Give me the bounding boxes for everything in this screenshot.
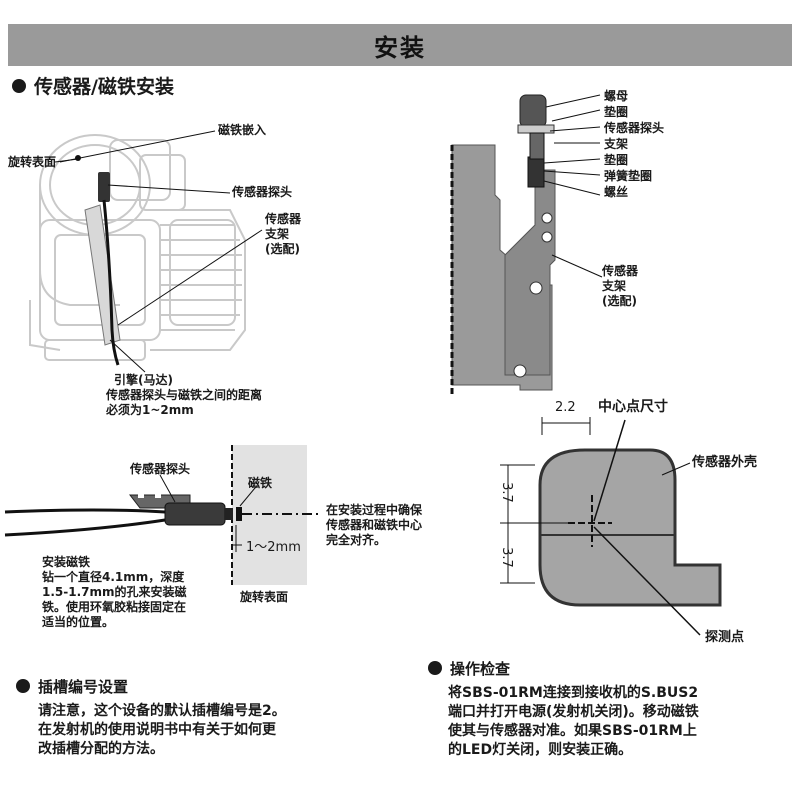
alignment-diagram [4,445,320,585]
bullet-icon [428,660,442,675]
part-washer-label: 垫圈 [604,105,629,119]
section-slot-text: 请注意，这个设备的默认插槽编号是2。 在发射机的使用说明书中有关于如何更 改插槽… [38,703,286,757]
engine-illustration [29,134,246,361]
rotating-surface-label: 旋转表面 [8,155,57,169]
sensor-probe-head [98,172,110,202]
bracket-parts-list: 螺母 垫圈 传感器探头 支架 垫圈 弹簧垫圈 螺丝 [604,88,664,200]
housing-label: 传感器外壳 [692,455,758,470]
sensor-cable [102,199,120,366]
part-probe-label: 传感器探头 [604,121,665,135]
header-bar: 安装 [8,24,792,66]
nut-part [519,94,547,128]
part-nut-label: 螺母 [604,89,629,103]
page-title: 安装 [374,33,426,62]
section-install-heading: 传感器/磁铁安装 [12,72,174,99]
sensor-bracket-label: 传感器 支架 (选配) [265,212,302,256]
alignment-note: 在安装过程中确保 传感器和磁铁中心 完全对齐。 [326,503,423,547]
section-check-text: 将SBS-01RM连接到接收机的S.BUS2 端口并打开电源(发射机关闭)。移动… [448,685,699,758]
align-probe-label: 传感器探头 [130,462,191,476]
sensor-probe-label: 传感器探头 [232,185,293,199]
align-rotating-surface-label: 旋转表面 [240,590,289,604]
magnet-embed-label: 磁铁嵌入 [218,123,267,137]
section-slot-title: 插槽编号设置 [38,678,129,696]
bracket-part [504,169,556,376]
part-spring-washer-label: 弹簧垫圈 [604,169,653,183]
bullet-icon [16,678,30,693]
part-bracket-label: 支架 [604,137,629,151]
section-check-title: 操作检查 [450,660,511,678]
engine-diagram [29,130,263,373]
engine-caption: 引擎(马达) 传感器探头与磁铁之间的距离 必须为1~2mm [106,373,263,417]
dim-top-label: 2.2 [555,400,576,415]
dim-upper-label: 3.7 [498,482,514,503]
bracket-diagram [450,94,603,395]
magnet-icon [236,507,242,521]
probe-cylinder [164,502,226,526]
install-magnet-block: 安装磁铁 钻一个直径4.1mm，深度 1.5-1.7mm的孔来安装磁 铁。使用环… [42,555,187,629]
probe-part [527,156,545,188]
sensor-housing [538,448,722,607]
center-point-diagram [500,417,722,636]
part-washer2-label: 垫圈 [604,153,629,167]
center-point-label: 中心点尺寸 [598,399,668,415]
section-check-heading: 操作检查 [428,658,510,679]
align-magnet-label: 磁铁 [248,476,273,490]
install-magnet-title: 安装磁铁 [42,555,91,569]
gap-label: 1～2mm [246,540,301,555]
detect-point-label: 探测点 [705,630,745,645]
bracket-option-label: 传感器 支架 (选配) [602,264,639,308]
section-install-title: 传感器/磁铁安装 [34,76,174,98]
section-slot-heading: 插槽编号设置 [16,676,128,697]
bullet-icon [12,78,26,93]
dim-lower-label: 3.7 [498,547,514,568]
part-screw-label: 螺丝 [604,185,629,199]
